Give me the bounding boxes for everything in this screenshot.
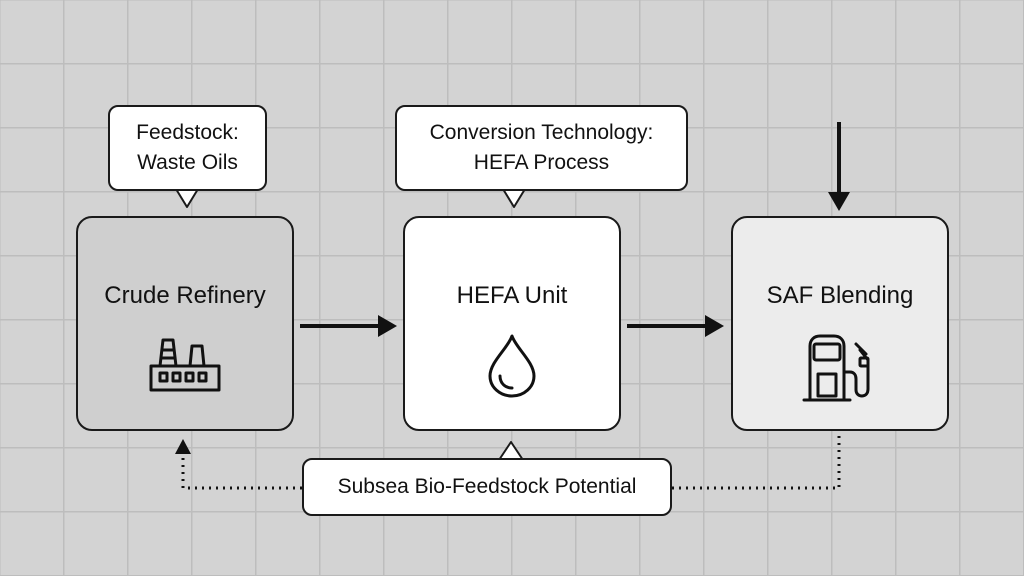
- arrow-into-saf: [828, 122, 850, 211]
- arrow-refinery-to-hefa: [300, 315, 397, 337]
- arrow-hefa-to-saf: [627, 315, 724, 337]
- callout-feedstock-line2: Waste Oils: [137, 151, 238, 174]
- node-saf-blending[interactable]: SAF Blending: [731, 216, 949, 431]
- fuel-pump-icon: [800, 332, 880, 409]
- callout-pointer-conversion: [502, 188, 526, 208]
- callout-pointer-feedstock: [175, 188, 199, 208]
- callout-feedstock: Feedstock: Waste Oils: [108, 105, 267, 191]
- factory-icon: [148, 332, 222, 401]
- dotted-feedback-loop: [175, 436, 841, 490]
- node-label-saf-blending: SAF Blending: [766, 282, 914, 309]
- callout-conversion-line2: HEFA Process: [473, 151, 610, 174]
- callout-conversion-line1: Conversion Technology:: [429, 121, 654, 144]
- node-label-crude-refinery: Crude Refinery: [104, 282, 266, 309]
- callout-feedstock-line1: Feedstock:: [136, 121, 239, 144]
- droplet-icon: [484, 332, 540, 403]
- node-label-hefa-unit: HEFA Unit: [456, 282, 568, 309]
- node-hefa-unit[interactable]: HEFA Unit: [403, 216, 621, 431]
- node-crude-refinery[interactable]: Crude Refinery: [76, 216, 294, 431]
- callout-conversion-technology: Conversion Technology: HEFA Process: [395, 105, 688, 191]
- callout-subsea-text: Subsea Bio-Feedstock Potential: [337, 475, 637, 498]
- callout-subsea-bio-feedstock: Subsea Bio-Feedstock Potential: [302, 458, 672, 516]
